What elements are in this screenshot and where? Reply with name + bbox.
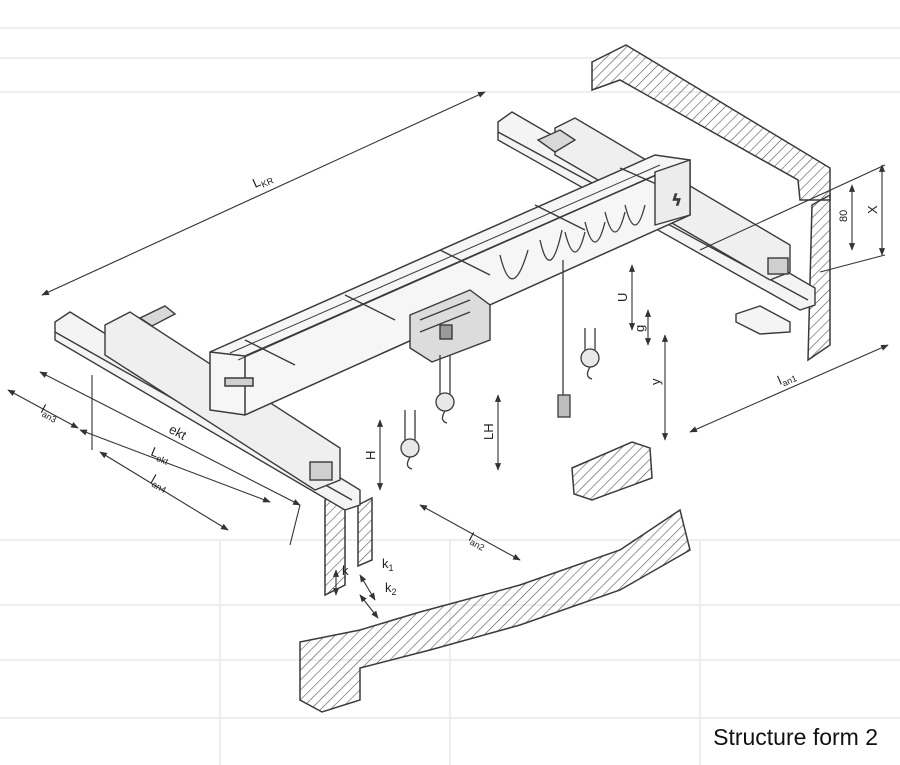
label-g: g [632,325,647,332]
label-k: k [342,563,349,578]
label-lkr: LKR [250,169,275,193]
hook-blocks [400,260,600,470]
label-lekt: Lekt [148,444,173,467]
bottom-concrete-slab [299,508,691,713]
structure-caption: Structure form 2 [713,724,878,750]
right-building-wall [591,44,831,362]
label-x: X [865,205,880,214]
svg-text:ϟ: ϟ [672,193,681,209]
label-u: U [615,293,630,302]
label-k1: k1 [382,556,394,573]
label-h: H [363,451,378,460]
small-concrete-block [571,441,653,501]
label-lh: LH [481,423,496,440]
control-box: ϟ [654,159,691,226]
dimension-lines [7,91,889,619]
label-lan4: lan4 [148,472,172,496]
label-ekt: ekt [167,421,190,443]
label-80: 80 [838,210,850,222]
label-k2: k2 [385,580,397,597]
label-lan3: lan3 [38,401,62,424]
label-y: y [648,378,663,385]
festoon-cables [499,204,646,280]
